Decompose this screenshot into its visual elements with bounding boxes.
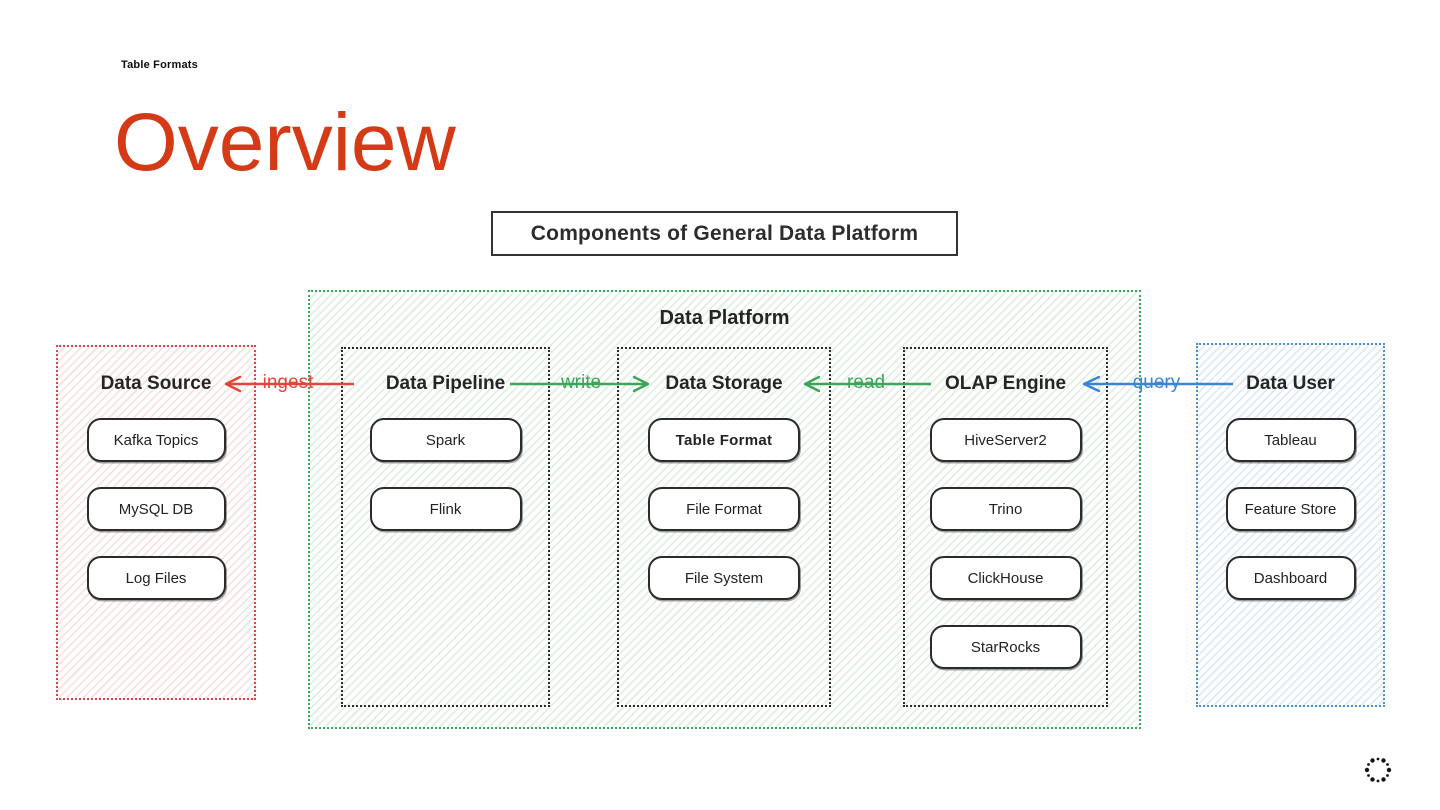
group-data-storage: Data Storage Table Format File Format Fi…: [617, 347, 831, 707]
group-data-source: Data Source Kafka Topics MySQL DB Log Fi…: [56, 345, 256, 700]
write-arrow-label: write: [560, 372, 602, 394]
write-arrow-icon: [510, 375, 650, 393]
node-file-system: File System: [648, 556, 800, 600]
query-arrow: query: [1080, 369, 1233, 399]
node-hiveserver2: HiveServer2: [929, 418, 1082, 462]
group-items-data-user: Tableau Feature Store Dashboard: [1225, 418, 1356, 600]
node-spark: Spark: [369, 418, 522, 462]
node-trino: Trino: [929, 487, 1082, 531]
ingest-arrow: ingest: [222, 369, 354, 399]
node-file-format: File Format: [648, 487, 800, 531]
diagram-title: Components of General Data Platform: [530, 221, 919, 245]
read-arrow: read: [801, 369, 931, 399]
node-dashboard: Dashboard: [1225, 556, 1356, 600]
group-items-data-storage: Table Format File Format File System: [648, 418, 800, 600]
data-platform-label: Data Platform: [659, 307, 790, 329]
query-arrow-icon: [1082, 375, 1233, 393]
group-data-pipeline: Data Pipeline Spark Flink: [341, 347, 550, 707]
group-title-data-storage: Data Storage: [665, 373, 783, 394]
node-log-files: Log Files: [86, 556, 226, 600]
group-title-data-source: Data Source: [100, 373, 212, 394]
write-arrow: write: [510, 369, 652, 399]
node-mysql-db: MySQL DB: [86, 487, 226, 531]
group-items-data-source: Kafka Topics MySQL DB Log Files: [86, 418, 226, 600]
group-title-olap-engine: OLAP Engine: [944, 373, 1067, 394]
group-title-data-user: Data User: [1246, 373, 1335, 394]
node-tableau: Tableau: [1225, 418, 1356, 462]
ingest-arrow-label: ingest: [262, 372, 314, 394]
page-title: Overview: [114, 97, 456, 188]
ingest-arrow-icon: [224, 375, 354, 393]
node-table-format: Table Format: [648, 418, 800, 462]
node-kafka-topics: Kafka Topics: [86, 418, 226, 462]
group-title-data-pipeline: Data Pipeline: [385, 373, 506, 394]
group-olap-engine: OLAP Engine HiveServer2 Trino ClickHouse…: [903, 347, 1108, 707]
group-data-user: Data User Tableau Feature Store Dashboar…: [1196, 343, 1385, 707]
logo-dotted-circle-icon: [1364, 757, 1392, 783]
diagram-title-box: Components of General Data Platform: [491, 211, 958, 256]
eyebrow-label: Table Formats: [121, 59, 198, 71]
read-arrow-label: read: [846, 372, 886, 394]
node-feature-store: Feature Store: [1225, 487, 1356, 531]
node-clickhouse: ClickHouse: [929, 556, 1082, 600]
node-starrocks: StarRocks: [929, 625, 1082, 669]
read-arrow-icon: [803, 375, 931, 393]
group-items-data-pipeline: Spark Flink: [369, 418, 522, 531]
query-arrow-label: query: [1132, 372, 1181, 394]
group-items-olap-engine: HiveServer2 Trino ClickHouse StarRocks: [929, 418, 1082, 669]
node-flink: Flink: [369, 487, 522, 531]
